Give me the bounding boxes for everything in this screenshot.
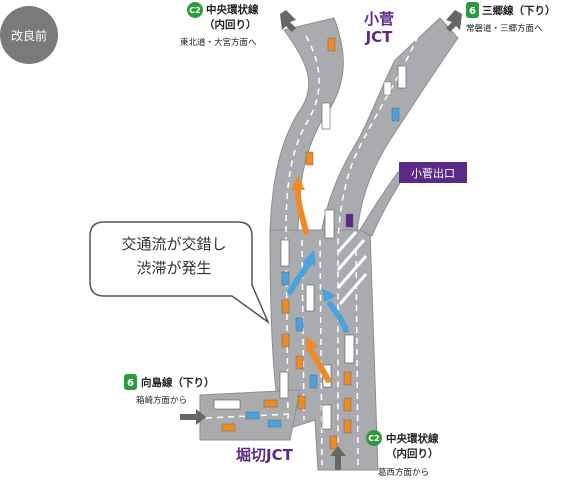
kosuge-jct-line1: 小菅 xyxy=(363,10,394,28)
route-top-right-name: 三郷線（下り） xyxy=(482,5,556,17)
route-label-top-left: 中央環状線 （内回り） xyxy=(204,2,259,32)
route-bottom-right-name: 中央環状線 xyxy=(386,433,439,445)
route-top-left-name: 中央環状線 xyxy=(206,4,259,16)
before-improvement-label: 改良前 xyxy=(10,28,47,43)
route-bottom-right-sub2: 葛西方面から xyxy=(378,468,430,478)
c2-label-top: C2 xyxy=(189,6,200,15)
c2-badge-top xyxy=(187,2,203,18)
callout-line1: 交通流が交錯し xyxy=(121,235,227,253)
orange-arrow-upper xyxy=(295,189,309,235)
route-label-left: 向島線（下り） xyxy=(141,375,215,390)
kosuge-exit-tag: 小菅出口 xyxy=(399,162,467,183)
route-label-top-right: 三郷線（下り） xyxy=(482,3,556,18)
route-top-right-sub1: 常磐道・三郷方面へ xyxy=(466,24,543,34)
congestion-callout-text: 交通流が交錯し 渋滞が発生 xyxy=(98,232,250,280)
kosuge-jct-line2: JCT xyxy=(365,28,393,46)
route-left-sub1: 箱崎方面から xyxy=(136,396,188,406)
route-badge-labels: C2 6 6 C2 xyxy=(127,6,476,443)
cars xyxy=(221,37,400,450)
callout-line2: 渋滞が発生 xyxy=(136,259,212,277)
six-label-top: 6 xyxy=(469,6,476,17)
route-top-left-sub2: 東北道・大宮方面へ xyxy=(180,38,257,48)
route-badges xyxy=(124,2,479,446)
flow-arrows xyxy=(287,189,349,383)
route-bottom-right-sub1: （内回り） xyxy=(386,448,439,460)
route-left-name: 向島線（下り） xyxy=(141,377,215,389)
orange-arrow-lower xyxy=(309,349,331,383)
direction-arrows xyxy=(180,10,462,470)
route-top-left-sub1: （内回り） xyxy=(204,19,257,31)
horikiri-jct-label: 堀切JCT xyxy=(236,446,293,464)
six-label-left: 6 xyxy=(127,378,134,389)
gore-hatch xyxy=(336,230,368,305)
route-label-bottom-right: 中央環状線 （内回り） xyxy=(386,431,439,461)
arrow-heads xyxy=(291,176,336,352)
blue-arrow-lower xyxy=(327,301,349,333)
callout-bubble xyxy=(89,221,270,325)
six-badge-left xyxy=(124,374,137,390)
blue-arrow-upper xyxy=(287,261,311,295)
before-improvement-badge: 改良前 xyxy=(0,6,58,64)
kosuge-jct-label: 小菅 JCT xyxy=(362,10,396,46)
six-badge-top xyxy=(466,2,479,18)
c2-badge-bottom xyxy=(366,430,382,446)
c2-label-bottom: C2 xyxy=(368,434,379,443)
